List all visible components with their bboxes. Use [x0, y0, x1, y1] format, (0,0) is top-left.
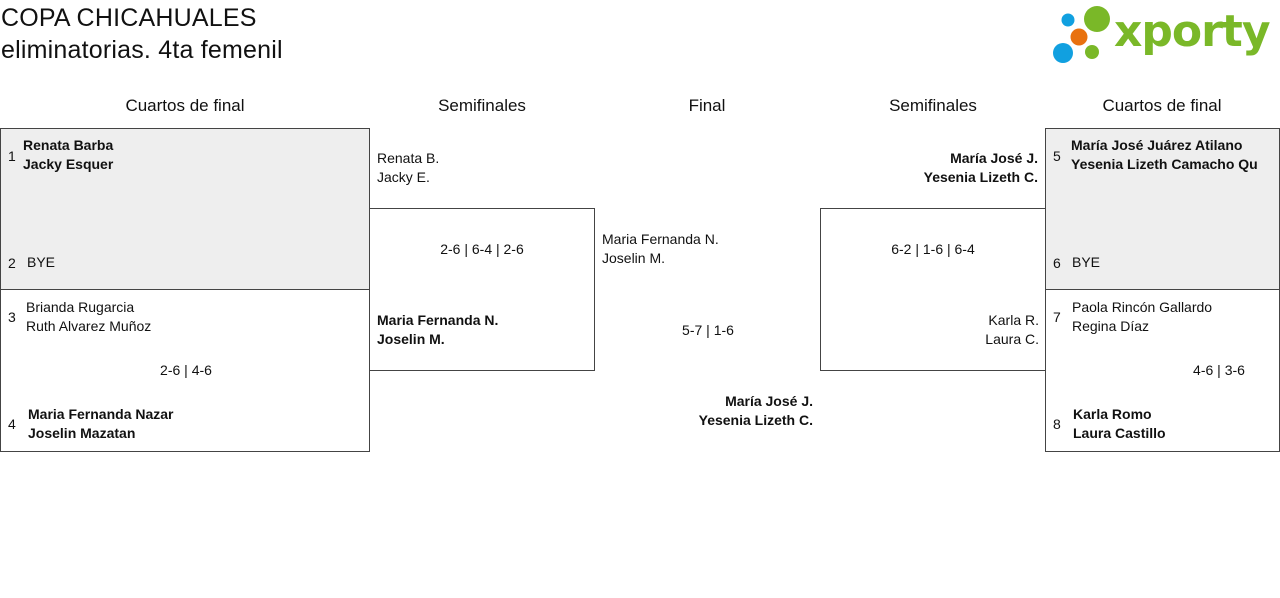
- match-sf-right[interactable]: 6-2 | 1-6 | 6-4 Karla R. Laura C.: [820, 208, 1046, 371]
- player: BYE: [27, 254, 56, 270]
- player: Laura C.: [985, 331, 1039, 347]
- player: Renata B.: [377, 150, 440, 166]
- player: Karla Romo: [1073, 406, 1152, 422]
- match-qf-4[interactable]: 7 Paola Rincón Gallardo Regina Díaz 4-6 …: [1045, 289, 1280, 452]
- seed: 2: [8, 255, 16, 271]
- player: Laura Castillo: [1073, 425, 1166, 441]
- round-header: Cuartos de final: [1102, 96, 1222, 115]
- player: Jacky E.: [377, 169, 430, 185]
- player: Jacky Esquer: [23, 156, 114, 172]
- player: Karla R.: [988, 312, 1039, 328]
- match-score: 4-6 | 3-6: [1193, 362, 1245, 378]
- player: Yesenia Lizeth C.: [698, 412, 813, 428]
- round-header: Semifinales: [889, 96, 977, 115]
- player: Joselin Mazatan: [28, 425, 136, 441]
- player: Brianda Rugarcia: [26, 299, 135, 315]
- seed: 7: [1053, 309, 1061, 325]
- match-score: 5-7 | 1-6: [682, 322, 734, 338]
- player: Maria Fernanda Nazar: [28, 406, 174, 422]
- player: Joselin M.: [377, 331, 445, 347]
- match-qf-1[interactable]: 1 Renata Barba Jacky Esquer 2 BYE: [0, 128, 370, 290]
- player: Renata Barba: [23, 137, 114, 153]
- xporty-logo[interactable]: xporty: [1050, 4, 1280, 68]
- match-qf-2[interactable]: 3 Brianda Rugarcia Ruth Alvarez Muñoz 2-…: [0, 289, 370, 452]
- round-header: Cuartos de final: [125, 96, 245, 115]
- player: Yesenia Lizeth C.: [923, 169, 1038, 185]
- round-header: Final: [688, 96, 726, 115]
- player: María José Juárez Atilano: [1071, 137, 1243, 153]
- match-sf-left[interactable]: 2-6 | 6-4 | 2-6 Maria Fernanda N. Joseli…: [369, 208, 595, 371]
- player: Maria Fernanda N.: [602, 231, 719, 247]
- seed: 4: [8, 416, 16, 432]
- seed: 5: [1053, 148, 1061, 164]
- seed: 3: [8, 309, 16, 325]
- player: BYE: [1072, 254, 1101, 270]
- seed: 1: [8, 148, 16, 164]
- player: Regina Díaz: [1072, 318, 1150, 334]
- logo-text: xporty: [1114, 6, 1271, 57]
- player: Joselin M.: [602, 250, 666, 266]
- player: Yesenia Lizeth Camacho Qu: [1071, 156, 1258, 172]
- match-score: 6-2 | 1-6 | 6-4: [891, 241, 975, 257]
- title-line-1: COPA CHICAHUALES: [1, 4, 257, 32]
- player: Paola Rincón Gallardo: [1072, 299, 1213, 315]
- match-score: 2-6 | 4-6: [160, 362, 212, 378]
- player: Ruth Alvarez Muñoz: [26, 318, 152, 334]
- seed: 6: [1053, 255, 1061, 271]
- player: María José J.: [725, 393, 813, 409]
- round-header: Semifinales: [438, 96, 526, 115]
- logo-dots-icon: [1053, 6, 1110, 63]
- player: Maria Fernanda N.: [377, 312, 499, 328]
- match-qf-3[interactable]: 5 María José Juárez Atilano Yesenia Lize…: [1045, 128, 1280, 290]
- match-score: 2-6 | 6-4 | 2-6: [440, 241, 524, 257]
- player: María José J.: [950, 150, 1038, 166]
- title-line-2: eliminatorias. 4ta femenil: [1, 36, 283, 64]
- page-title: COPA CHICAHUALES eliminatorias. 4ta feme…: [1, 2, 283, 66]
- seed: 8: [1053, 416, 1061, 432]
